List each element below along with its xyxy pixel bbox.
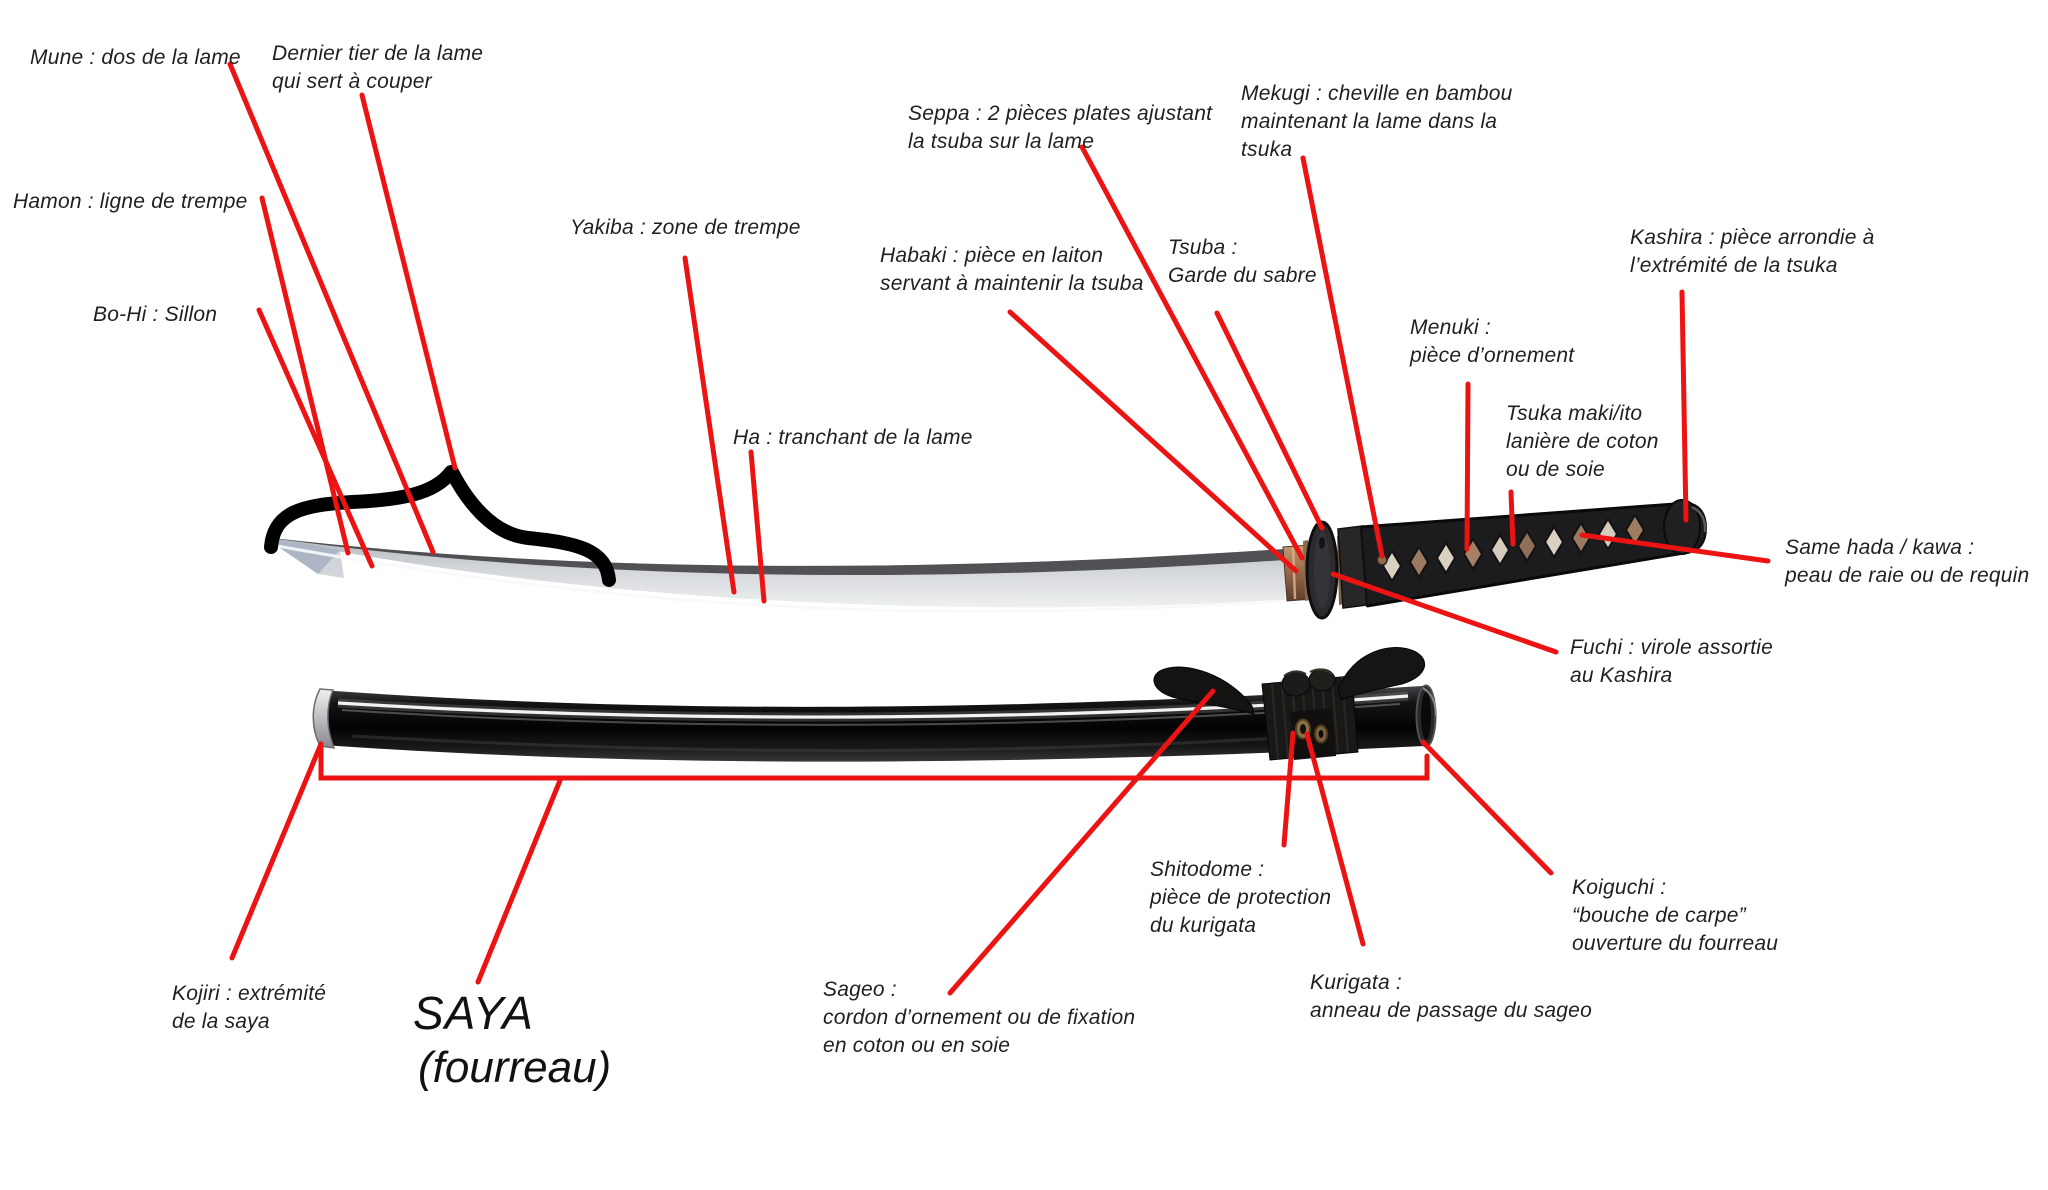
label-hamon: Hamon : ligne de trempe bbox=[13, 190, 248, 213]
label-fuchi: Fuchi : virole assortie au Kashira bbox=[1570, 636, 1774, 687]
sageo-cord-knot bbox=[1153, 647, 1426, 761]
katana-blade bbox=[264, 537, 1285, 613]
leader-line-dernier-tier bbox=[359, 92, 458, 471]
leader-line-habaki bbox=[1007, 309, 1299, 574]
label-kojiri: Kojiri : extrémité de la saya bbox=[172, 982, 327, 1033]
sageo-left-loop bbox=[1153, 666, 1255, 715]
leader-line-kojiri bbox=[229, 741, 324, 961]
leader-line-hamon bbox=[259, 195, 351, 556]
koiguchi-opening bbox=[1415, 684, 1437, 748]
label-kurigata: Kurigata : anneau de passage du sageo bbox=[1310, 971, 1592, 1022]
saya-bracket bbox=[318, 741, 1430, 781]
leader-line-saya bbox=[475, 775, 564, 985]
label-saya-subtitle: (fourreau) bbox=[418, 1043, 612, 1092]
label-habaki: Habaki : pièce en laiton servant à maint… bbox=[880, 244, 1144, 295]
leader-line-shitodome bbox=[1281, 730, 1296, 848]
leader-line-kurigata bbox=[1304, 731, 1366, 947]
leader-line-mekugi bbox=[1300, 155, 1385, 559]
tsuba-guard bbox=[1305, 520, 1339, 620]
leader-line-menuki bbox=[1464, 381, 1471, 552]
label-same-hada: Same hada / kawa : peau de raie ou de re… bbox=[1785, 536, 2030, 587]
label-tsuka-maki: Tsuka maki/ito lanière de coton ou de so… bbox=[1506, 402, 1659, 481]
label-saya-title: SAYA bbox=[413, 987, 534, 1039]
leader-line-sageo bbox=[947, 688, 1216, 996]
label-mekugi: Mekugi : cheville en bambou maintenant l… bbox=[1241, 82, 1513, 161]
label-kashira: Kashira : pièce arrondie à l’extrémité d… bbox=[1630, 226, 1875, 277]
leader-line-seppa bbox=[1079, 144, 1305, 561]
leader-line-fuchi bbox=[1330, 571, 1559, 655]
label-koiguchi: Koiguchi : “bouche de carpe” ouverture d… bbox=[1572, 876, 1779, 955]
label-sageo: Sageo : cordon d’ornement ou de fixation… bbox=[823, 978, 1136, 1057]
cutting-third-brace bbox=[264, 465, 616, 587]
saya-scabbard bbox=[317, 686, 1435, 762]
mune-back-edge bbox=[264, 537, 1285, 576]
sageo-right-loop bbox=[1337, 647, 1426, 701]
label-shitodome: Shitodome : pièce de protection du kurig… bbox=[1150, 858, 1332, 937]
label-menuki: Menuki : pièce d’ornement bbox=[1410, 316, 1575, 367]
leader-line-ha bbox=[748, 449, 767, 604]
label-tsuba: Tsuba : Garde du sabre bbox=[1168, 236, 1317, 287]
label-seppa: Seppa : 2 pièces plates ajustant la tsub… bbox=[908, 102, 1213, 153]
kashira-cap bbox=[1663, 499, 1707, 555]
leader-line-bo-hi bbox=[256, 307, 375, 569]
leader-line-tsuka-maki bbox=[1508, 489, 1516, 547]
leader-line-tsuba bbox=[1214, 310, 1325, 531]
label-ha: Ha : tranchant de la lame bbox=[733, 426, 973, 449]
tsuka-handle bbox=[1359, 501, 1708, 608]
leader-line-koiguchi bbox=[1420, 739, 1554, 876]
leader-line-kashira bbox=[1679, 289, 1689, 523]
leader-line-yakiba bbox=[682, 255, 737, 595]
label-mune: Mune : dos de la lame bbox=[30, 46, 241, 69]
label-dernier-tier: Dernier tier de la lame qui sert à coupe… bbox=[272, 42, 484, 93]
kojiri-end-cap bbox=[312, 688, 336, 749]
leader-line-same-hada bbox=[1579, 532, 1771, 564]
leader-line-mune bbox=[227, 61, 436, 555]
label-yakiba: Yakiba : zone de trempe bbox=[570, 216, 801, 239]
label-bo-hi: Bo-Hi : Sillon bbox=[93, 303, 218, 326]
